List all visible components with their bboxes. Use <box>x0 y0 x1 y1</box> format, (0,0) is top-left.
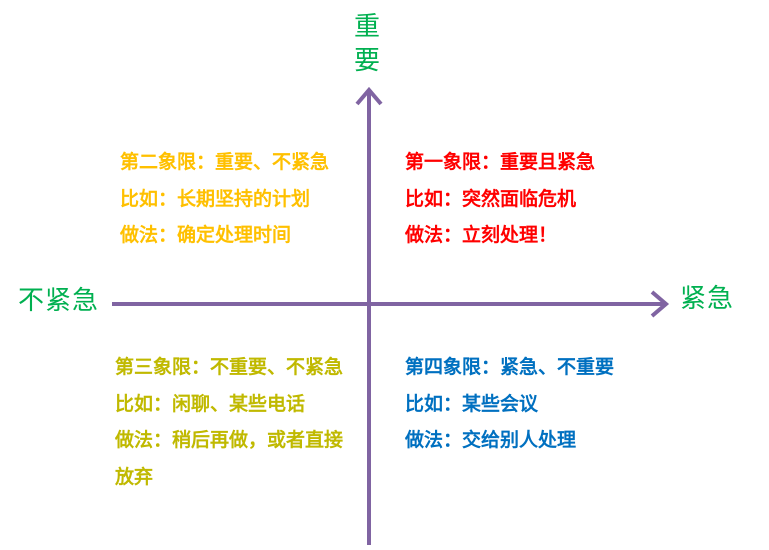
quadrant-title: 第四象限：紧急、不重要 <box>405 356 615 378</box>
quadrant-example: 比如：长期坚持的计划 <box>120 187 311 210</box>
quadrant-title: 第二象限：重要、不紧急 <box>120 151 330 173</box>
important-label: 重 要 <box>353 12 380 76</box>
quadrant-action: 做法：稍后再做，或者直接放弃 <box>115 429 344 488</box>
quadrant-2: 第二象限：重要、不紧急 比如：长期坚持的计划 做法：确定处理时间 <box>120 144 329 254</box>
quadrant-example: 比如：某些会议 <box>405 392 539 415</box>
quadrant-action: 做法：交给别人处理 <box>405 429 577 451</box>
not-urgent-label: 不紧急 <box>18 286 100 316</box>
quadrant-action: 做法：确定处理时间 <box>120 224 292 246</box>
quadrant-4: 第四象限：紧急、不重要 比如：某些会议 做法：交给别人处理 <box>405 349 614 459</box>
vertical-arrowhead <box>355 86 383 106</box>
quadrant-title: 第三象限：不重要、不紧急 <box>115 356 344 378</box>
quadrant-example: 比如：突然面临危机 <box>405 187 577 210</box>
urgent-label: 紧急 <box>680 284 735 314</box>
quadrant-example: 比如：闲聊、某些电话 <box>115 392 306 415</box>
quadrant-title: 第一象限：重要且紧急 <box>405 151 596 173</box>
quadrant-1: 第一象限：重要且紧急 比如：突然面临危机 做法：立刻处理！ <box>405 144 595 254</box>
quadrant-3: 第三象限：不重要、不紧急 比如：闲聊、某些电话 做法：稍后再做，或者直接放弃 <box>115 349 350 495</box>
quadrant-action: 做法：立刻处理！ <box>405 224 558 246</box>
horizontal-arrowhead <box>650 290 670 318</box>
